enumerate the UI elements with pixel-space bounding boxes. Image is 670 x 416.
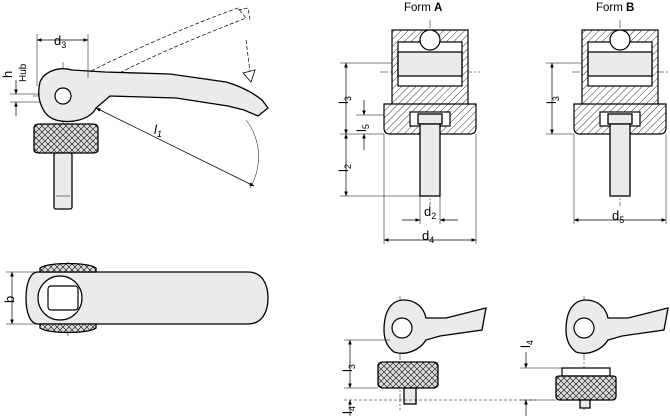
label-d2: d2: [424, 204, 436, 221]
form-a-mounting-view: [344, 296, 536, 416]
label-d5: d5: [612, 208, 624, 225]
label-l4-mount-b: l4: [518, 340, 535, 348]
label-l3-mount: l3: [340, 364, 357, 372]
label-b: b: [2, 296, 17, 303]
label-l1: l1: [154, 122, 162, 139]
label-l2: l2: [336, 164, 353, 172]
lever-top-view: [6, 262, 269, 336]
form-b-mounting-view: [520, 296, 669, 416]
label-hub: Hub: [18, 63, 29, 82]
label-l3-form-a: l3: [336, 96, 353, 104]
lever-side-view: [10, 7, 269, 212]
form-b-title: Form B: [596, 2, 634, 14]
label-l5: l5: [354, 124, 371, 132]
label-d3: d3: [54, 33, 66, 50]
form-a-title: Form A: [404, 2, 442, 14]
label-d4: d4: [422, 228, 434, 245]
label-l3-form-b: l3: [544, 96, 561, 104]
form-b-section: [546, 20, 668, 224]
label-l4-mount-a: l4: [340, 406, 357, 414]
label-h: h: [0, 71, 15, 78]
form-a-section: [340, 20, 480, 244]
